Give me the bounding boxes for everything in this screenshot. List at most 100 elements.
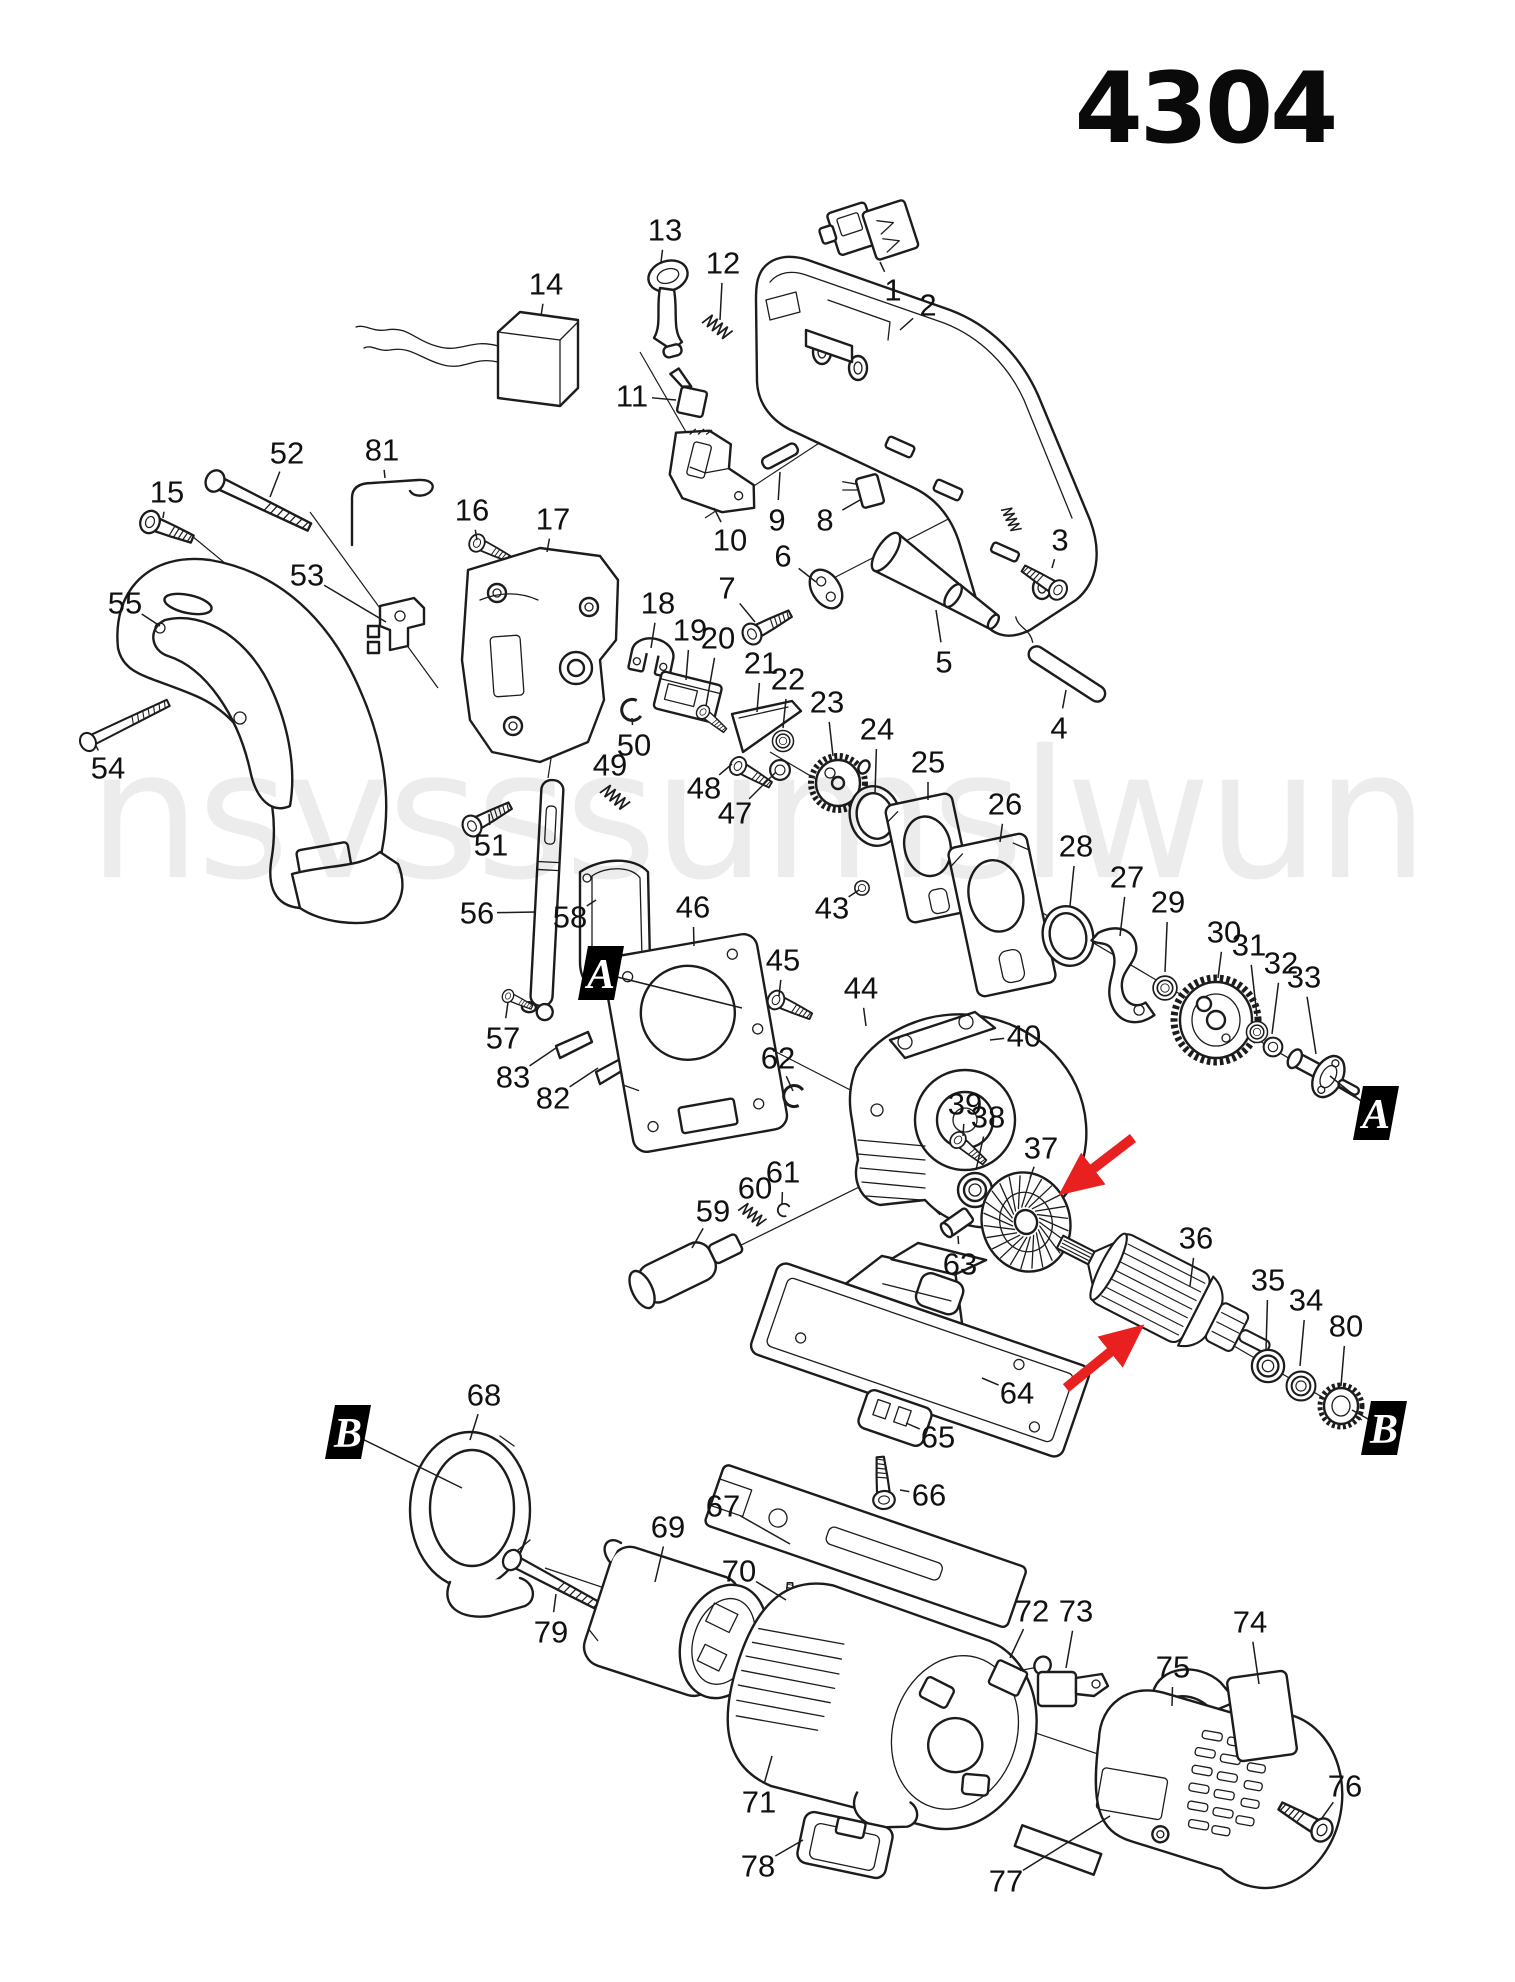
leader-line-2: [899, 317, 914, 331]
part-label-67: 67: [706, 1489, 740, 1524]
part-label-6: 6: [774, 539, 791, 574]
part-label-11: 11: [616, 379, 648, 414]
leader-line-18: [650, 622, 656, 649]
model-number-title: 4304: [1074, 52, 1339, 166]
part-label-79: 79: [534, 1615, 568, 1650]
leader-line-26: [999, 823, 1004, 843]
leader-line-78: [774, 1839, 804, 1857]
part-label-38: 38: [971, 1100, 1005, 1135]
leader-line-20: [705, 657, 716, 707]
part-label-7: 7: [718, 571, 735, 606]
leader-line-77: [1022, 1815, 1111, 1872]
part-label-24: 24: [860, 712, 894, 747]
part-label-46: 46: [676, 890, 710, 925]
red-pointer-arrow-1: [1058, 1134, 1137, 1196]
part-label-34: 34: [1289, 1283, 1323, 1318]
leader-line-66: [899, 1489, 910, 1493]
part-36-armature-art: [1055, 1232, 1271, 1353]
part-45-screw-art: [763, 986, 816, 1026]
part-label-28: 28: [1059, 829, 1093, 864]
leader-line-65: [905, 1422, 920, 1430]
part-23-gear-art: [808, 753, 871, 813]
leader-line-27: [1119, 896, 1126, 937]
leader-line-52: [269, 471, 281, 498]
part-label-83: 83: [496, 1060, 530, 1095]
leader-line-35: [1265, 1299, 1269, 1351]
part-68-baffle-art: [408, 1430, 535, 1618]
part-label-66: 66: [912, 1478, 946, 1513]
leader-line-37: [1029, 1166, 1035, 1179]
leader-line-47: [748, 771, 777, 800]
part-74-label-art: [1226, 1669, 1298, 1763]
part-label-30: 30: [1207, 915, 1241, 950]
leader-line-39: [962, 1123, 965, 1137]
leader-line-1: [879, 261, 886, 273]
leader-line-31: [1250, 964, 1258, 1017]
leader-line-59: [691, 1228, 704, 1249]
part-label-2: 2: [919, 288, 936, 323]
leader-line-74: [1252, 1641, 1260, 1685]
section-marker-A: A: [578, 946, 624, 1000]
leader-line-79: [552, 1593, 557, 1613]
part-35-bearing-art: [1250, 1348, 1286, 1384]
leader-line-23: [828, 721, 834, 757]
part-label-27: 27: [1110, 860, 1144, 895]
section-marker-box: [1353, 1086, 1399, 1140]
part-label-58: 58: [553, 900, 587, 935]
part-label-50: 50: [617, 728, 651, 763]
part-7-screw-art: [737, 603, 797, 649]
leader-line-21: [756, 682, 761, 713]
part-83-strip-art: [554, 1030, 594, 1060]
part-label-37: 37: [1024, 1131, 1058, 1166]
part-label-71: 71: [742, 1785, 776, 1820]
part-18-clamp-art: [627, 637, 675, 679]
part-4-cord-art: [1015, 616, 1107, 703]
part-label-18: 18: [641, 586, 675, 621]
part-72-brush-art: [987, 1655, 1052, 1697]
part-5-cord-guard-art: [870, 531, 1001, 630]
part-label-51: 51: [474, 828, 508, 863]
part-label-8: 8: [816, 503, 833, 538]
part-label-17: 17: [536, 502, 570, 537]
section-marker-B: B: [325, 1405, 371, 1459]
part-48-screw-art: [725, 753, 777, 794]
section-marker-B: B: [1361, 1401, 1407, 1455]
part-30-gear-art: [1170, 974, 1262, 1066]
leader-line-22: [782, 698, 787, 729]
part-64-base-art: [749, 1241, 1091, 1458]
leader-line-36: [1189, 1257, 1195, 1287]
part-label-1: 1: [884, 273, 901, 308]
part-label-43: 43: [815, 891, 849, 926]
part-label-9: 9: [768, 503, 785, 538]
leader-line-80: [1340, 1345, 1346, 1387]
leader-line-14: [540, 303, 544, 317]
leader-line-40: [989, 1037, 1005, 1041]
leader-line-9: [777, 471, 781, 501]
part-label-12: 12: [706, 246, 740, 281]
leader-line-69: [654, 1546, 665, 1583]
part-55-housing-art: [116, 557, 404, 925]
part-label-16: 16: [455, 493, 489, 528]
part-29-bearing-art: [1152, 975, 1178, 1001]
part-label-29: 29: [1151, 885, 1185, 920]
leader-line-19: [685, 649, 690, 681]
part-label-81: 81: [365, 433, 399, 468]
part-label-74: 74: [1233, 1605, 1267, 1640]
part-label-19: 19: [673, 613, 707, 648]
part-13-blade-holder-art: [647, 259, 689, 359]
part-9-pin-art: [760, 442, 800, 470]
leader-line-28: [1069, 865, 1075, 907]
part-label-3: 3: [1051, 523, 1068, 558]
part-32-washer-art: [1262, 1036, 1284, 1058]
part-11-button-art: [669, 367, 709, 419]
section-marker-box: [325, 1405, 371, 1459]
leader-line-7: [739, 602, 756, 623]
part-65-holder-art: [857, 1388, 933, 1448]
part-label-78: 78: [741, 1849, 775, 1884]
part-44-bracket-art: [848, 1010, 1088, 1229]
leader-line-11: [651, 397, 677, 401]
part-75-rear-cover-art: [1094, 1668, 1344, 1890]
marker-leader-A0: [600, 972, 743, 1009]
part-label-70: 70: [722, 1554, 756, 1589]
